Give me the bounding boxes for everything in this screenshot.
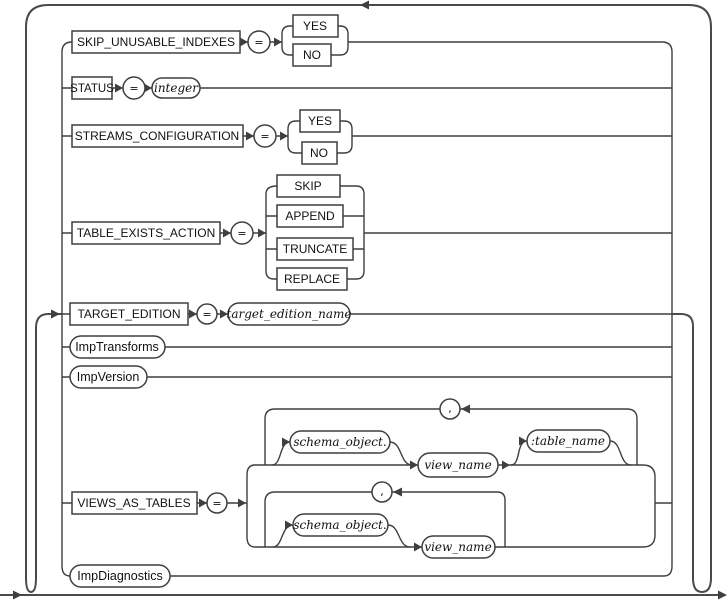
keyword-label: TABLE_EXISTS_ACTION	[77, 226, 216, 240]
table-arrow-right-icon	[519, 436, 527, 446]
row-status: STATUS = integer	[70, 76, 201, 100]
table-converge	[609, 440, 632, 466]
schema-diverge	[272, 524, 294, 548]
views-branch-a: , schema_object. view_name :table_name	[255, 398, 638, 478]
equals-label: =	[202, 308, 211, 321]
schema-arrow-right-icon	[282, 437, 290, 447]
exit-arrow-right-icon	[718, 590, 727, 600]
keyword-label: STREAMS_CONFIGURATION	[75, 129, 239, 143]
table-name-label: :table_name	[531, 434, 605, 448]
impdiagnostics-oval	[69, 564, 171, 588]
no-branch-wire	[287, 136, 353, 154]
imptransforms-label: ImpTransforms	[75, 340, 159, 354]
yes-box	[299, 109, 341, 133]
no-branch-wire	[281, 42, 349, 56]
branch-split-rail	[246, 464, 256, 548]
merge-rail	[340, 185, 365, 280]
comma-loop	[264, 408, 638, 465]
keyword-label: STATUS	[70, 83, 114, 95]
loop-reentry-arrow-right-icon	[51, 309, 60, 319]
keyword-label: VIEWS_AS_TABLES	[77, 496, 190, 510]
view-name-oval	[417, 452, 499, 478]
keyword-label: SKIP_UNUSABLE_INDEXES	[77, 35, 235, 49]
loop-top-arrow-left-icon	[360, 0, 369, 10]
row-impversion: ImpVersion	[69, 365, 148, 389]
no-box	[292, 43, 332, 67]
target-edition-name-label: target_edition_name	[227, 307, 352, 321]
left-rail-stubs	[62, 87, 72, 504]
equals-label: =	[237, 227, 246, 240]
impversion-oval	[69, 365, 148, 389]
impversion-label: ImpVersion	[77, 370, 140, 384]
truncate-label: TRUNCATE	[283, 242, 347, 256]
comma-loop	[264, 491, 506, 547]
skip-label: SKIP	[294, 179, 321, 193]
view-arrow-right-icon	[410, 460, 418, 470]
row-imptransforms: ImpTransforms	[69, 335, 166, 359]
view-name-label: view_name	[424, 540, 491, 554]
no-label: NO	[303, 48, 321, 62]
equals-circle	[230, 221, 254, 245]
equals-circle	[247, 30, 271, 54]
schema-object-label: schema_object.	[293, 435, 386, 449]
no-label: NO	[310, 146, 328, 160]
equals-label: =	[254, 36, 263, 49]
comma-circle	[439, 398, 461, 420]
row-views-as-tables: VIEWS_AS_TABLES = , schema_object. view_…	[71, 398, 656, 559]
yes-branch-wire	[287, 120, 353, 136]
equals-circle	[196, 303, 218, 325]
equals-label: =	[212, 497, 221, 510]
schema-arrow-right-icon	[285, 520, 293, 530]
no-box	[301, 141, 338, 165]
row-streams-configuration: STREAMS_CONFIGURATION = YES NO	[71, 109, 353, 165]
target-edition-name-oval	[227, 302, 351, 326]
equals-circle	[206, 492, 228, 514]
append-label: APPEND	[285, 209, 335, 223]
view-arrow-right-icon	[414, 542, 422, 552]
imptransforms-oval	[69, 335, 166, 359]
comma-arrow-left-icon	[393, 487, 402, 497]
left-rail	[61, 41, 73, 577]
integer-label: integer	[154, 81, 199, 95]
row-skip-unusable-indexes: SKIP_UNUSABLE_INDEXES = YES NO	[71, 14, 662, 67]
equals-label: =	[129, 82, 138, 95]
row-impdiagnostics: ImpDiagnostics	[69, 564, 171, 588]
comma-circle	[371, 481, 393, 503]
equals-label: =	[260, 130, 269, 143]
branch-merge-rail	[495, 464, 656, 548]
row-table-exists-action: TABLE_EXISTS_ACTION = SKIP APPEND TRUNCA…	[71, 174, 365, 291]
equals-circle	[122, 76, 146, 100]
yes-label: YES	[308, 114, 332, 128]
view-name-label: view_name	[424, 458, 491, 472]
yes-label: YES	[303, 19, 327, 33]
comma-label: ,	[448, 402, 452, 415]
views-branch-b: , schema_object. view_name	[255, 481, 506, 559]
right-rail	[661, 41, 673, 577]
split-rail	[265, 185, 278, 280]
schema-object-label: schema_object.	[293, 518, 386, 532]
replace-label: REPLACE	[284, 272, 340, 286]
schema-diverge	[271, 441, 291, 466]
comma-label: ,	[380, 485, 384, 498]
equals-circle	[253, 124, 277, 148]
row-target-edition: TARGET_EDITION = target_edition_name	[69, 302, 352, 326]
after-view-arrow-right-icon	[502, 460, 510, 470]
integer-oval	[151, 77, 201, 99]
keyword-label: TARGET_EDITION	[77, 307, 180, 321]
yes-branch-wire	[281, 25, 349, 42]
impdiagnostics-label: ImpDiagnostics	[77, 569, 162, 583]
schema-converge	[389, 441, 413, 466]
right-rail-stubs	[147, 87, 672, 577]
yes-box	[292, 14, 339, 38]
entry-arrow-right-icon	[13, 590, 22, 600]
schema-converge	[387, 524, 411, 548]
comma-arrow-left-icon	[461, 404, 470, 414]
